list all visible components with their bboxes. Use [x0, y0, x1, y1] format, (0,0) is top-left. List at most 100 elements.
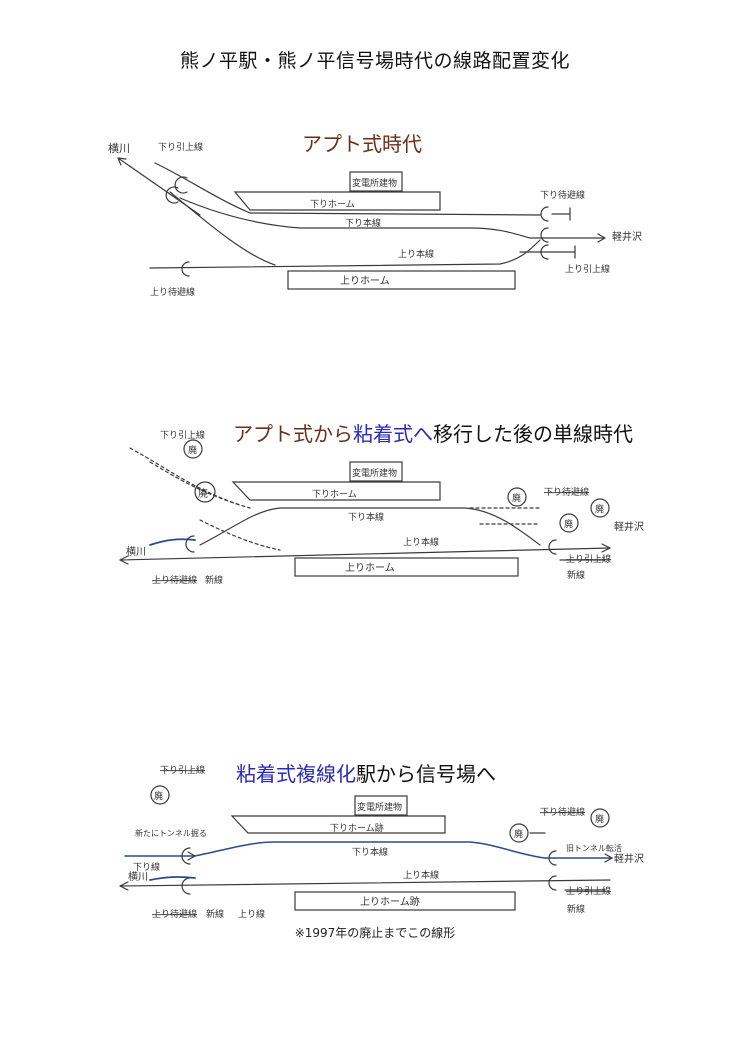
label-yokokawa: 横川 [126, 545, 146, 558]
label-old-tunnel: 旧トンネル転活 [566, 843, 622, 853]
track-nobori-main [119, 547, 611, 561]
label-kudari-honsen: 下り本線 [345, 217, 381, 229]
label-nobori-home: 上りホーム跡 [360, 895, 420, 908]
label-kudari: 下り線 [133, 861, 160, 873]
track-nobori-main [149, 239, 541, 269]
label-hendensho: 変電所建物 [357, 801, 402, 813]
section2-heading-part3: 移行した後の単線時代 [433, 422, 633, 446]
label-hai: 廃 [514, 828, 523, 840]
label-nobori-taihi: 上り待避線 [152, 908, 197, 920]
label-nobori-honsen: 上り本線 [398, 248, 434, 260]
label-hai: 廃 [188, 444, 197, 456]
footnote: ※1997年の廃止までこの線形 [294, 926, 456, 940]
label-nobori-home: 上りホーム [345, 562, 395, 574]
label-karuizawa: 軽井沢 [612, 230, 642, 243]
label-shinsen: 新線 [567, 569, 585, 581]
track-kudari-main [199, 507, 541, 546]
label-kudari-honsen: 下り本線 [348, 511, 384, 523]
label-hai: 廃 [512, 492, 521, 504]
arrow-head [119, 555, 129, 565]
label-nobori-honsen: 上り本線 [403, 869, 439, 881]
kudari-home-shape [233, 191, 441, 211]
track-kudari-main [179, 197, 606, 239]
hai-mark [183, 439, 203, 459]
hai-mark [509, 823, 529, 843]
buffer-stop [548, 875, 557, 891]
section2-heading-part1: アプト式から [233, 422, 353, 446]
section3-diagram: 下り引上線 廃 変電所建物 下りホーム跡 下り本線 上り本線 上りホーム跡 新た… [119, 764, 644, 920]
track-new [149, 876, 196, 881]
label-kudari-taihi: 下り待避線 [540, 189, 585, 201]
label-kudari-hikiage: 下り引上線 [158, 141, 203, 153]
arrow-head [604, 853, 613, 863]
hendensho-box [354, 795, 408, 816]
buffer-stop [165, 186, 179, 204]
section1-heading: アプト式時代 [302, 132, 422, 156]
label-yokokawa: 横川 [108, 141, 130, 155]
hai-mark [150, 785, 170, 805]
label-hai: 廃 [595, 503, 604, 515]
arrow-head [597, 233, 606, 243]
buffer-stop [540, 244, 549, 260]
label-kudari-hikiage: 下り引上線 [160, 764, 205, 776]
label-hai: 廃 [564, 518, 573, 530]
section3-heading-part2: 駅から信号場へ [356, 762, 496, 786]
hai-mark [590, 808, 610, 828]
hendensho-box [349, 171, 403, 192]
label-nobori-hikiage: 上り引上線 [566, 553, 611, 565]
page-title: 熊ノ平駅・熊ノ平信号場時代の線路配置変化 [179, 50, 570, 72]
hai-mark [507, 487, 527, 507]
arrow-head [187, 851, 196, 861]
buffer-stop [174, 176, 188, 194]
nobori-home-shape [294, 891, 516, 911]
track-abandoned [199, 519, 281, 551]
label-nobori-hikiage: 上り引上線 [565, 263, 610, 275]
label-shinsen: 新線 [205, 574, 223, 586]
section3-heading-part1: 粘着式複線化 [236, 762, 356, 786]
track-kudari-hikiage [154, 162, 251, 214]
label-yokokawa: 横川 [128, 870, 148, 883]
arrow-head [119, 881, 129, 891]
arrow-head [601, 543, 611, 553]
label-nobori-honsen: 上り本線 [403, 536, 439, 548]
hai-mark [194, 481, 216, 503]
label-karuizawa: 軽井沢 [614, 520, 644, 533]
nobori-home-shape [294, 557, 519, 577]
label-nobori-hikiage: 上り引上線 [566, 885, 611, 897]
label-nobori-taihi: 上り待避線 [152, 574, 197, 586]
track-abandoned [149, 461, 251, 509]
label-hai: 廃 [198, 487, 208, 500]
track-nobori-hikiage [519, 245, 576, 259]
label-hendensho: 変電所建物 [352, 177, 397, 189]
kudari-home-shape [230, 815, 446, 834]
track-end [551, 207, 571, 221]
label-noborisen: 上り線 [238, 908, 265, 920]
section2-heading: アプト式から粘着式へ移行した後の単線時代 [233, 418, 633, 447]
hendensho-box [349, 461, 403, 482]
buffer-stop [540, 206, 549, 222]
track-new [149, 538, 196, 546]
label-kudari-taihi: 下り待避線 [540, 806, 585, 818]
section1-diagram: 横川 下り引上線 変電所建物 下りホーム 下り本線 上り本線 上りホーム 上り待… [108, 141, 642, 298]
track-crossover [169, 191, 276, 266]
arrow-head [117, 157, 127, 166]
buffer-stop [185, 535, 195, 553]
track-kudari-taihi [249, 212, 541, 216]
hai-mark [559, 513, 579, 533]
buffer-stop [181, 261, 190, 277]
label-karuizawa: 軽井沢 [614, 852, 644, 865]
label-nobori-taihi: 上り待避線 [150, 286, 195, 298]
section3-heading: 粘着式複線化駅から信号場へ [236, 758, 496, 787]
label-kudari-home: 下りホーム跡 [330, 822, 384, 834]
label-nobori-home: 上りホーム [340, 275, 390, 287]
label-kudari-home: 下りホーム [312, 489, 357, 500]
hai-mark [590, 498, 610, 518]
buffer-stop [540, 227, 549, 243]
kudari-home-shape [231, 481, 441, 501]
section2-diagram: 下り引上線 廃 廃 変電所建物 下りホーム 下り本線 上り本線 上りホーム 横川… [119, 429, 644, 586]
label-kudari-taihi: 下り待避線 [544, 486, 589, 498]
label-hai: 廃 [154, 790, 163, 802]
label-kudari-home: 下りホーム [310, 199, 355, 210]
label-hendensho: 変電所建物 [352, 467, 397, 479]
track-kudari [124, 841, 546, 859]
